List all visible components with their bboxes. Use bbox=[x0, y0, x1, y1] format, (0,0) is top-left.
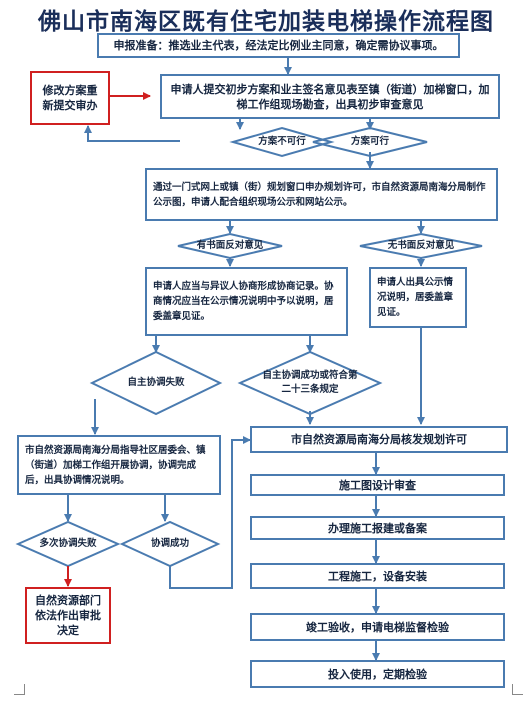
label-no-objection: 无书面反对意见 bbox=[387, 240, 455, 251]
arrow-success-license bbox=[169, 436, 251, 589]
diamond-coord-success bbox=[119, 520, 221, 568]
label-feasible: 方案可行 bbox=[350, 136, 389, 147]
step-guide: 市自然资源局南海分局指导社区居委会、镇（街道）加梯工作组开展协调，协调完成后，出… bbox=[17, 435, 221, 495]
diamond-feasible bbox=[312, 126, 428, 158]
step-negotiate: 申请人应当与异议人协商形成协商记录。协商情况应当在公示情况说明中予以说明，居委盖… bbox=[145, 267, 348, 336]
label-objection: 有书面反对意见 bbox=[196, 240, 264, 251]
step-apply: 通过一门式网上或镇（街）规划窗口申办规划许可，市自然资源局南海分局制作公示图，申… bbox=[145, 168, 498, 221]
label-self-fail: 自主协调失败 bbox=[127, 377, 185, 388]
diamond-not-feasible bbox=[229, 126, 335, 158]
page-title: 佛山市南海区既有住宅加装电梯操作流程图 bbox=[38, 9, 494, 35]
step-filing: 办理施工报建或备案 bbox=[250, 516, 505, 540]
step-publicity: 申请人出具公示情况说明，居委盖章见证。 bbox=[369, 267, 467, 328]
step-acceptance: 竣工验收，申请电梯监督检验 bbox=[250, 613, 505, 641]
label-self-success: 自主协调成功或符合第二十三条规定 bbox=[262, 370, 358, 395]
label-multi-fail: 多次协调失败 bbox=[39, 538, 97, 549]
crop-mark-left bbox=[14, 684, 25, 695]
label-coord-success: 协调成功 bbox=[150, 538, 189, 549]
step-prep: 申报准备：推选业主代表，经法定比例业主同意，确定需协议事项。 bbox=[97, 33, 460, 58]
step-decision: 自然资源部门依法作出审批决定 bbox=[25, 587, 111, 644]
step-construction: 工程施工，设备安装 bbox=[250, 563, 505, 589]
step-use: 投入使用，定期检验 bbox=[250, 660, 505, 688]
step-drawing: 施工图设计审查 bbox=[250, 474, 505, 496]
diamond-self-success bbox=[237, 350, 383, 416]
diamond-self-fail bbox=[89, 350, 223, 416]
diamond-objection bbox=[177, 232, 283, 260]
arrow-to-revise bbox=[84, 125, 180, 142]
label-not-feasible: 方案不可行 bbox=[258, 136, 306, 147]
step-revise: 修改方案重新提交审办 bbox=[30, 71, 110, 125]
diamond-no-objection bbox=[359, 232, 483, 260]
step-license: 市自然资源局南海分局核发规划许可 bbox=[250, 426, 508, 453]
step-submit: 申请人提交初步方案和业主签名意见表至镇（街道）加梯窗口，加梯工作组现场勘查，出具… bbox=[160, 74, 500, 119]
diamond-multi-fail bbox=[15, 520, 121, 568]
crop-mark-right bbox=[512, 684, 523, 695]
